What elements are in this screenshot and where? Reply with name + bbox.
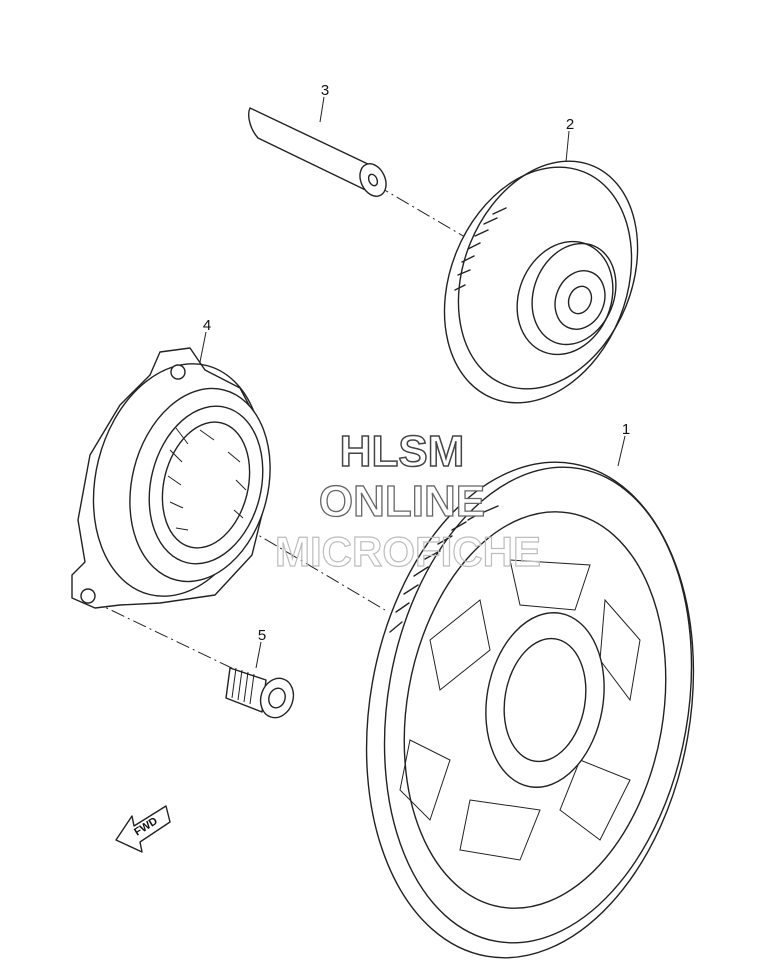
- fwd-arrow-icon: FWD: [115, 805, 171, 853]
- watermark: HLSM ONLINE MICROFICHE: [274, 426, 541, 575]
- watermark-line-3: MICROFICHE: [275, 528, 541, 575]
- watermark-line-1: HLSM: [340, 427, 465, 476]
- callout-4: 4: [203, 317, 211, 334]
- leader-lines: [199, 96, 626, 669]
- callout-1: 1: [622, 421, 630, 438]
- watermark-line-2: ONLINE: [319, 477, 485, 526]
- idler-gear-icon: [443, 160, 639, 404]
- one-way-clutch-icon: [71, 347, 271, 609]
- callout-3: 3: [321, 82, 329, 99]
- shaft-icon: [248, 107, 387, 197]
- callout-5: 5: [258, 627, 266, 644]
- callouts: 1 2 3 4 5: [203, 82, 630, 644]
- callout-2: 2: [566, 116, 574, 133]
- ring-gear-icon: [365, 461, 695, 959]
- bolt-icon: [225, 667, 295, 719]
